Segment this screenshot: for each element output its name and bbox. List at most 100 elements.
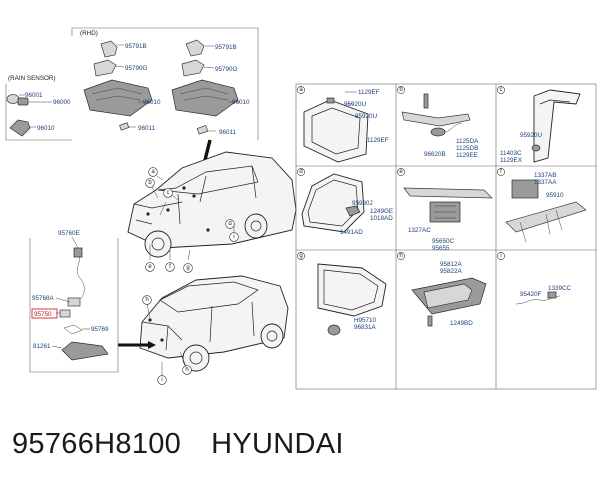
label-96011-r: 96011 xyxy=(219,129,237,136)
license-lamp-group: 95760E 95768A 95750 95769 81261 xyxy=(29,230,119,373)
label-95768A: 95768A xyxy=(32,295,55,302)
lens-part-2 xyxy=(181,59,205,77)
callout-i-side: i xyxy=(233,234,234,240)
label-95760E: 95760E xyxy=(58,230,80,237)
label-1018AD: 1018AD xyxy=(370,215,393,222)
sensor-part xyxy=(6,94,20,104)
label-1337AA: 1337AA xyxy=(534,179,557,186)
cell-d-module xyxy=(345,205,361,217)
cover-part-1 xyxy=(100,40,118,58)
cell-g-tag: g xyxy=(299,253,302,259)
cell-c-tag: c xyxy=(500,87,503,93)
console-part-1 xyxy=(83,79,153,117)
cell-c-clip xyxy=(531,144,541,152)
clip-part-2 xyxy=(196,125,209,135)
label-96620B: 96620B xyxy=(424,151,446,158)
label-95420F: 95420F xyxy=(520,291,542,298)
cell-i: i 1339CC 95420F xyxy=(497,252,572,305)
label-95790G-l: 95790G xyxy=(125,65,148,72)
label-1491AD: 1491AD xyxy=(340,229,363,236)
cell-h-tag: h xyxy=(399,253,402,259)
label-1129EX: 1129EX xyxy=(500,157,523,164)
label-95769: 95769 xyxy=(91,326,109,333)
label-96011-l: 96011 xyxy=(138,125,156,132)
lens-part-1 xyxy=(93,59,117,77)
part-number: 95766H8100 xyxy=(12,428,182,460)
label-1327AC: 1327AC xyxy=(408,227,431,234)
cover-part-2 xyxy=(185,39,205,57)
parts-diagram: (RHD) 95791B 95790G 96010 96011 95791B 9… xyxy=(5,27,597,390)
label-95791B-l: 95791B xyxy=(125,43,147,50)
cell-b-bolt xyxy=(423,93,429,109)
cell-f: f 1337AB 1337AA 95910 xyxy=(497,168,587,243)
cell-g-sensor xyxy=(327,324,341,336)
cell-d: d 95930J 1249GE 1018AD 1491AD xyxy=(297,168,393,236)
highlight-box xyxy=(31,308,58,319)
brand-name: HYUNDAI xyxy=(211,428,344,460)
lamp-lens-part xyxy=(61,341,109,361)
cell-h: h 95812A 95822A 1249BD xyxy=(397,252,487,327)
label-95650C: 95650C xyxy=(432,238,455,245)
connector-part-1 xyxy=(73,247,83,258)
label-95750: 95750 xyxy=(34,311,52,318)
label-81261: 81261 xyxy=(33,343,51,350)
cell-d-tag: d xyxy=(299,169,302,175)
label-95822A: 95822A xyxy=(440,268,463,275)
cell-f-module xyxy=(511,179,539,199)
sensor-bracket-part xyxy=(9,119,31,137)
label-95920U-a2: 95920U xyxy=(355,113,378,120)
label-1129EF-a2: 1129EF xyxy=(367,137,389,144)
rain-sensor-label: (RAIN SENSOR) xyxy=(8,75,56,82)
cell-e-tag: e xyxy=(399,169,403,175)
label-1125DB: 1125DB xyxy=(456,145,478,152)
rhd-group: (RHD) 95791B 95790G 96010 96011 95791B 9… xyxy=(71,27,259,140)
label-1337AB: 1337AB xyxy=(534,172,556,179)
label-96831A: 96831A xyxy=(354,324,377,331)
label-95812A: 95812A xyxy=(440,261,463,268)
connector-part-2 xyxy=(67,297,81,307)
label-1129EF-a1: 1129EF xyxy=(358,89,380,96)
cell-a: a 1129EF 95920U 95920U 1129EF xyxy=(297,86,389,163)
callout-h-rear: h xyxy=(145,297,148,303)
cell-g: g H95710 96831A xyxy=(297,252,387,336)
label-1125DA: 1125DA xyxy=(456,138,479,145)
callout-i-rear: i xyxy=(161,377,162,383)
label-11403C: 11403C xyxy=(500,150,522,157)
cell-c: c 95920U 11403C 1129EX xyxy=(497,86,581,164)
cell-b-sensor xyxy=(430,127,446,137)
detail-grid: a 1129EF 95920U 95920U 1129EF b 96620B 1… xyxy=(295,83,597,390)
label-96010-r: 96010 xyxy=(232,99,250,106)
cell-i-tag: i xyxy=(500,253,501,259)
caption: 95766H8100 HYUNDAI xyxy=(12,428,344,476)
label-1249BD: 1249BD xyxy=(450,320,473,327)
cell-i-connector xyxy=(547,291,557,299)
rain-sensor-group: (RAIN SENSOR) 96001 96000 96010 xyxy=(5,75,72,141)
console-part-2 xyxy=(171,79,239,117)
cell-a-clip xyxy=(326,97,335,104)
label-1249GE: 1249GE xyxy=(370,208,393,215)
label-H95710: H95710 xyxy=(354,317,377,324)
label-1129EE: 1129EE xyxy=(456,152,478,159)
label-95910: 95910 xyxy=(546,192,564,199)
cell-f-tag: f xyxy=(500,169,502,175)
callout-a: a xyxy=(151,169,155,175)
rhd-label: (RHD) xyxy=(80,30,98,37)
cell-b-tag: b xyxy=(399,87,403,93)
cell-h-bolt xyxy=(427,315,433,327)
label-95655: 95655 xyxy=(432,245,450,252)
cell-a-tag: a xyxy=(299,87,303,93)
gasket-part xyxy=(63,324,83,335)
callout-d: d xyxy=(228,221,231,227)
car-rear-view xyxy=(139,275,289,372)
car-callouts: a b c d e f g h i h i xyxy=(142,167,239,385)
label-96001: 96001 xyxy=(25,92,43,99)
label-1339CC: 1339CC xyxy=(548,285,572,292)
label-95920U-a1: 95920U xyxy=(344,101,367,108)
harness-part xyxy=(75,249,85,303)
cell-e: e 1327AC 95650C 95655 xyxy=(397,168,493,252)
car-front-view xyxy=(127,151,297,258)
label-95930J: 95930J xyxy=(352,200,373,207)
clip-part-1 xyxy=(119,122,130,131)
callout-e: e xyxy=(148,264,152,270)
cell-b: b 96620B 1125DA 1125DB 1129EE xyxy=(397,86,479,159)
